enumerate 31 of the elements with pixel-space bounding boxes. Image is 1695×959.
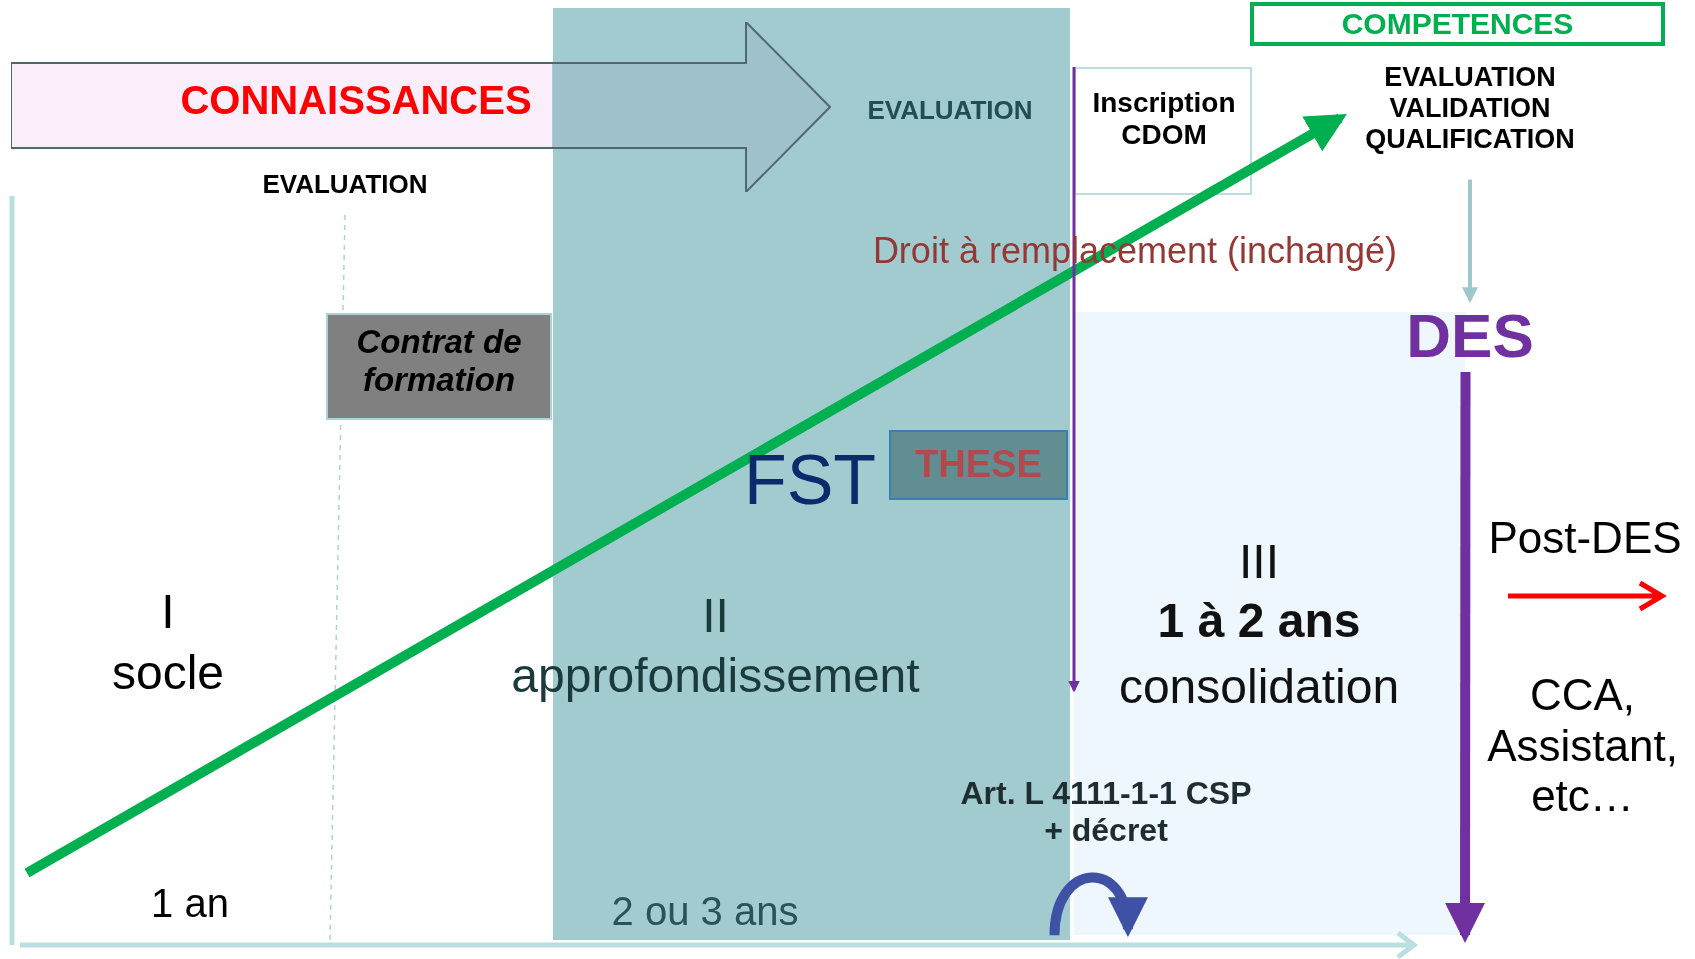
evaluation-text: EVALUATION <box>261 170 429 200</box>
law-reference-text: Art. L 4111-1-1 CSP + décret <box>959 775 1253 849</box>
phase-name: socle <box>110 645 226 701</box>
duration-text: 1 an <box>150 880 230 926</box>
title-text: CONNAISSANCES <box>179 77 533 123</box>
acronym-text: FST <box>742 440 878 521</box>
box-text: Inscription CDOM <box>1091 87 1237 152</box>
arrow <box>1462 179 1478 304</box>
phase-number: III <box>1238 534 1280 590</box>
evaluation-text: EVALUATION <box>866 96 1034 126</box>
stage-text: EVALUATION VALIDATION QUALIFICATION <box>1364 62 1576 156</box>
phase-number: I <box>160 584 176 640</box>
box-text: COMPETENCES <box>1340 6 1575 42</box>
phase-name: consolidation <box>1117 659 1401 715</box>
career-text: CCA, Assistant, etc… <box>1486 670 1679 822</box>
competences-box <box>1250 2 1665 46</box>
box-text: THESE <box>914 443 1043 487</box>
thesis-box <box>889 430 1068 500</box>
registration-box <box>1074 67 1252 195</box>
diploma-text: DES <box>1405 300 1535 372</box>
phase-number: II <box>701 588 730 644</box>
arrow <box>1068 67 1080 693</box>
arrow-shape <box>11 22 831 192</box>
arrow <box>1049 872 1146 938</box>
box-text: Contrat de formation <box>355 323 523 399</box>
arrow <box>1445 372 1486 943</box>
duration-text: 1 à 2 ans <box>1156 593 1362 649</box>
post-des-text: Post-DES <box>1487 513 1683 564</box>
arrow <box>24 113 1347 878</box>
contract-box <box>326 313 552 420</box>
duration-text: 2 ou 3 ans <box>610 888 800 934</box>
